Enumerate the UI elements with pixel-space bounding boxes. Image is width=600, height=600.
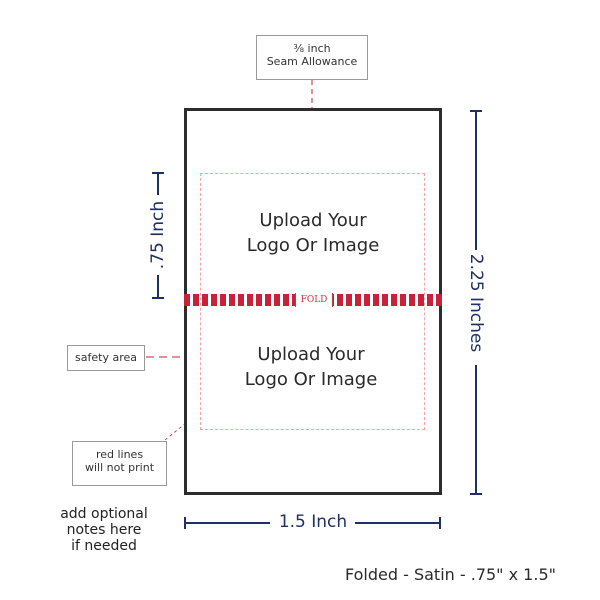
upload-area-bottom[interactable]: Upload Your Logo Or Image — [198, 342, 424, 392]
optional-notes[interactable]: add optional notes here if needed — [48, 506, 160, 554]
redlines-line1: red lines — [95, 448, 144, 461]
height-dimension-line — [470, 110, 482, 495]
width-dimension-line — [184, 517, 441, 529]
upload-top-line2: Logo Or Image — [246, 235, 380, 256]
fold-label: FOLD — [295, 293, 333, 307]
upload-area-top[interactable]: Upload Your Logo Or Image — [200, 208, 426, 258]
half-height-dimension-line — [152, 172, 164, 299]
seam-allowance-callout: ⅜ inch Seam Allowance — [256, 35, 368, 80]
safety-area-callout: safety area — [67, 345, 145, 371]
notes-line3: if needed — [71, 538, 137, 554]
upload-top-line1: Upload Your — [259, 210, 367, 231]
redlines-leader-line — [164, 409, 203, 441]
seam-callout-line1: ⅜ inch — [293, 42, 331, 55]
height-dimension-label: 2.25 Inches — [466, 253, 486, 353]
upload-bottom-line2: Logo Or Image — [244, 369, 378, 390]
seam-callout-line2: Seam Allowance — [266, 55, 358, 68]
notes-line1: add optional — [60, 506, 148, 522]
half-height-dimension-label: .75 Inch — [148, 200, 168, 270]
product-caption: Folded - Satin - .75" x 1.5" — [345, 565, 556, 584]
width-dimension-label: 1.5 Inch — [278, 512, 348, 532]
red-lines-callout: red lines will not print — [72, 441, 167, 486]
notes-line2: notes here — [66, 522, 142, 538]
redlines-line2: will not print — [84, 461, 155, 474]
upload-bottom-line1: Upload Your — [257, 344, 365, 365]
